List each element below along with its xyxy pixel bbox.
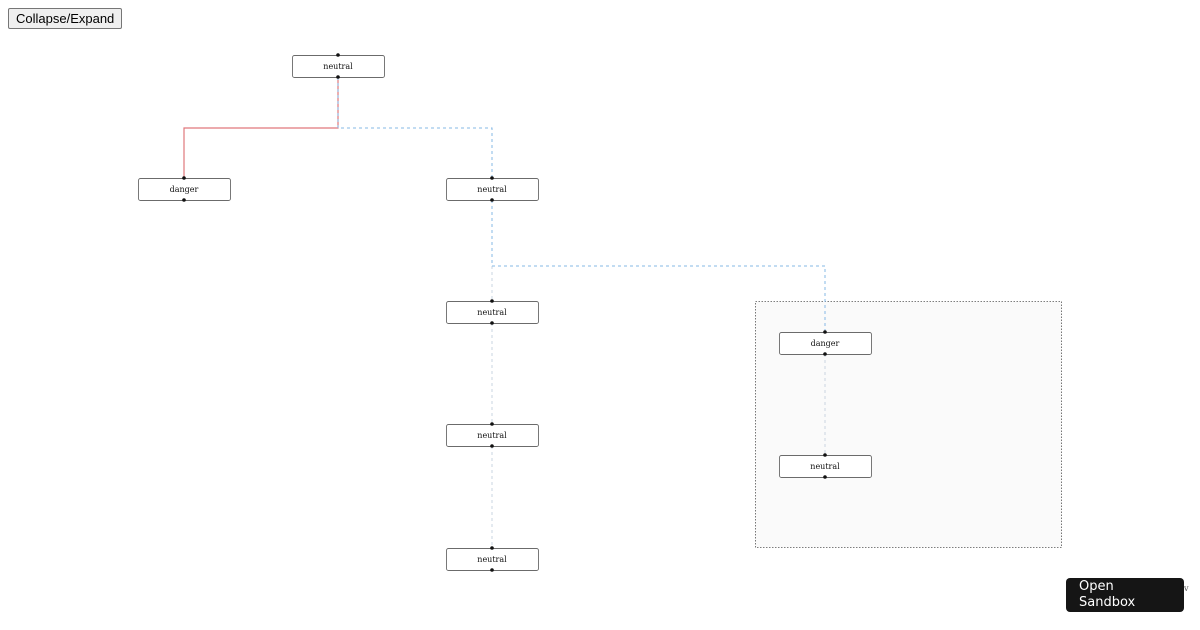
edge-label-fragment: v: [1184, 584, 1189, 593]
neutral-node[interactable]: neutral: [446, 546, 539, 572]
node-label: neutral: [477, 555, 507, 564]
danger-node[interactable]: danger: [779, 330, 872, 356]
neutral-edge: [337, 77, 493, 178]
output-port[interactable]: [336, 75, 340, 79]
collapse-expand-button[interactable]: Collapse/Expand: [8, 8, 123, 29]
output-port[interactable]: [182, 198, 186, 202]
neutral-node[interactable]: neutral: [292, 53, 385, 79]
input-port[interactable]: [182, 176, 186, 180]
output-port[interactable]: [490, 444, 494, 448]
open-sandbox-label: Open Sandbox: [1079, 579, 1136, 610]
neutral-node[interactable]: neutral: [446, 422, 539, 448]
danger-node[interactable]: danger: [138, 176, 231, 202]
node-label: neutral: [477, 185, 507, 194]
input-port[interactable]: [490, 546, 494, 550]
neutral-node[interactable]: neutral: [446, 176, 539, 202]
danger-edge: [183, 77, 339, 178]
output-port[interactable]: [823, 475, 827, 479]
node-label: danger: [811, 339, 840, 348]
output-port[interactable]: [490, 198, 494, 202]
node-label: neutral: [477, 308, 507, 317]
input-port[interactable]: [490, 176, 494, 180]
input-port[interactable]: [336, 53, 340, 57]
input-port[interactable]: [823, 330, 827, 334]
neutral-node[interactable]: neutral: [446, 299, 539, 325]
output-port[interactable]: [490, 568, 494, 572]
input-port[interactable]: [490, 299, 494, 303]
node-label: neutral: [323, 62, 353, 71]
open-sandbox-button[interactable]: Open Sandbox: [1066, 578, 1184, 612]
output-port[interactable]: [823, 352, 827, 356]
node-label: neutral: [810, 462, 840, 471]
node-label: neutral: [477, 431, 507, 440]
output-port[interactable]: [490, 321, 494, 325]
neutral-edge: [491, 200, 826, 332]
neutral-node[interactable]: neutral: [779, 453, 872, 479]
edges-layer: [183, 77, 826, 548]
input-port[interactable]: [823, 453, 827, 457]
node-label: danger: [170, 185, 199, 194]
input-port[interactable]: [490, 422, 494, 426]
nodes-layer: neutral danger neutral neutral neutral neutra…: [138, 53, 872, 572]
